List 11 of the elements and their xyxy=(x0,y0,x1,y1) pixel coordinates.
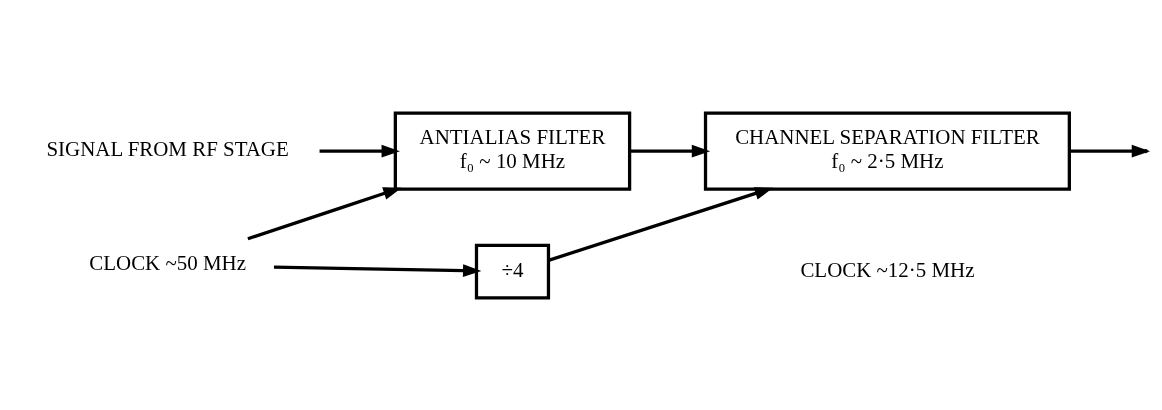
arrow xyxy=(547,186,774,262)
label: CLOCK ~12·5 MHz xyxy=(800,257,975,282)
node-box: ÷4 xyxy=(474,243,551,299)
node-box: CHANNEL SEPARATION FILTER f₀ ~ 2·5 MHz xyxy=(703,111,1071,191)
node-text: CLOCK ~50 MHz xyxy=(89,250,246,275)
arrow xyxy=(319,144,400,158)
arrow xyxy=(247,186,402,240)
arrow xyxy=(630,144,711,158)
node-box: ANTIALIAS FILTER f₀ ~ 10 MHz xyxy=(393,111,632,191)
arrow xyxy=(273,263,482,277)
node-text: SIGNAL FROM RF STAGE xyxy=(46,136,289,161)
